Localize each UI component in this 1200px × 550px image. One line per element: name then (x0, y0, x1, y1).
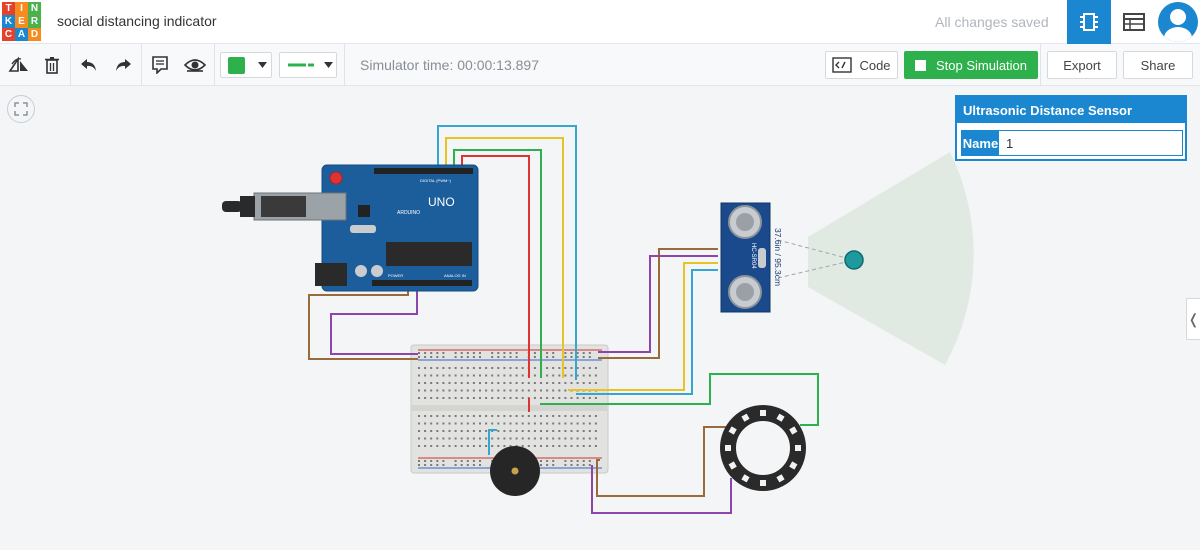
name-input[interactable] (999, 131, 1182, 155)
wire-type-dropdown[interactable] (279, 52, 337, 78)
arduino-uno[interactable]: DIGITAL (PWM~) ARDUINO UNO POWER ANALOG … (222, 164, 479, 292)
ring-led (760, 410, 766, 416)
export-button[interactable]: Export (1047, 51, 1117, 79)
stop-simulation-button[interactable]: Stop Simulation (904, 51, 1038, 79)
ring-led (760, 480, 766, 486)
logo-letter: C (2, 28, 15, 41)
code-button[interactable]: Code (825, 51, 898, 79)
breadboard[interactable] (410, 344, 609, 474)
rotate-icon (8, 56, 28, 72)
share-button[interactable]: Share (1123, 51, 1193, 79)
ring-led (776, 474, 785, 483)
trash-icon (45, 57, 59, 74)
arduino-analog-label: ANALOG IN (444, 273, 466, 278)
simulator-time: Simulator time: 00:00:13.897 (360, 57, 539, 73)
fit-view-button[interactable] (7, 95, 35, 123)
undo-icon (81, 59, 96, 71)
circuit-canvas[interactable]: DIGITAL (PWM~) ARDUINO UNO POWER ANALOG … (0, 87, 1200, 550)
logo-letter: E (15, 15, 28, 28)
arduino-power-label: POWER (388, 273, 403, 278)
wires[interactable] (308, 125, 819, 514)
user-icon (1164, 9, 1192, 42)
eye-icon (184, 59, 206, 72)
chevron-down-icon (324, 62, 333, 68)
ultrasonic-sensor[interactable]: HC-SR04 37.6in / 95.3cm (720, 202, 783, 313)
inspector-panel: Ultrasonic Distance Sensor Name (955, 95, 1187, 161)
neopixel-ring[interactable] (720, 405, 806, 491)
user-avatar[interactable] (1158, 2, 1198, 42)
ring-led (776, 413, 785, 422)
chip-icon (1080, 13, 1098, 31)
logo-letter: D (28, 28, 41, 41)
ring-led (789, 461, 798, 470)
redo-button[interactable] (108, 50, 138, 80)
color-swatch (228, 57, 245, 74)
chevron-left-icon: ❬ (1187, 310, 1200, 327)
sensor-detection-area (808, 152, 974, 365)
name-field-row: Name (961, 130, 1183, 156)
stop-simulation-label: Stop Simulation (935, 57, 1028, 73)
ring-led (795, 445, 801, 451)
rotate-button[interactable] (4, 50, 34, 80)
notes-button[interactable] (145, 50, 175, 80)
redo-icon (116, 59, 131, 71)
schematic-view-button[interactable] (1112, 0, 1156, 44)
code-icon (832, 57, 853, 73)
delete-button[interactable] (37, 50, 67, 80)
fit-view-icon (14, 102, 28, 116)
wire-color-dropdown[interactable] (220, 52, 272, 78)
stop-icon (914, 59, 926, 71)
code-button-label: Code (859, 57, 891, 73)
target-object[interactable] (844, 250, 864, 270)
share-button-label: Share (1140, 57, 1176, 73)
logo-letter: K (2, 15, 15, 28)
inspector-title: Ultrasonic Distance Sensor (957, 97, 1185, 123)
toolbar-divider (70, 44, 71, 86)
arduino-brand: ARDUINO (397, 210, 420, 216)
side-panel-toggle[interactable]: ❬ (1186, 298, 1200, 340)
arduino-digital-label: DIGITAL (PWM~) (420, 178, 452, 183)
arduino-model: UNO (428, 195, 455, 209)
toolbar: Simulator time: 00:00:13.897 Code Stop S… (0, 44, 1200, 86)
logo-letter: T (2, 2, 15, 15)
sensor-model: HC-SR04 (750, 243, 756, 269)
list-icon (1123, 13, 1145, 31)
ring-led (741, 474, 750, 483)
toolbar-divider (1040, 44, 1041, 86)
toolbar-divider (141, 44, 142, 86)
ring-led (741, 413, 750, 422)
name-label: Name (962, 131, 999, 155)
toolbar-divider (344, 44, 345, 86)
ring-led (728, 426, 737, 435)
notes-icon (152, 56, 168, 74)
ring-led (725, 445, 731, 451)
project-title[interactable]: social distancing indicator (57, 13, 217, 29)
logo-letter: N (28, 2, 41, 15)
chevron-down-icon (258, 62, 267, 68)
logo-letter: A (15, 28, 28, 41)
logo-letter: R (28, 15, 41, 28)
piezo-buzzer[interactable] (490, 446, 540, 496)
visibility-button[interactable] (180, 50, 210, 80)
save-status: All changes saved (935, 14, 1049, 30)
toolbar-divider (214, 44, 215, 86)
undo-button[interactable] (74, 50, 104, 80)
ring-led (728, 461, 737, 470)
circuit-view-button[interactable] (1067, 0, 1111, 44)
export-button-label: Export (1063, 57, 1101, 73)
wire-style-icon (288, 63, 314, 67)
ring-led (789, 426, 798, 435)
sensor-reading: 37.6in / 95.3cm (773, 228, 783, 286)
logo-letter: I (15, 2, 28, 15)
